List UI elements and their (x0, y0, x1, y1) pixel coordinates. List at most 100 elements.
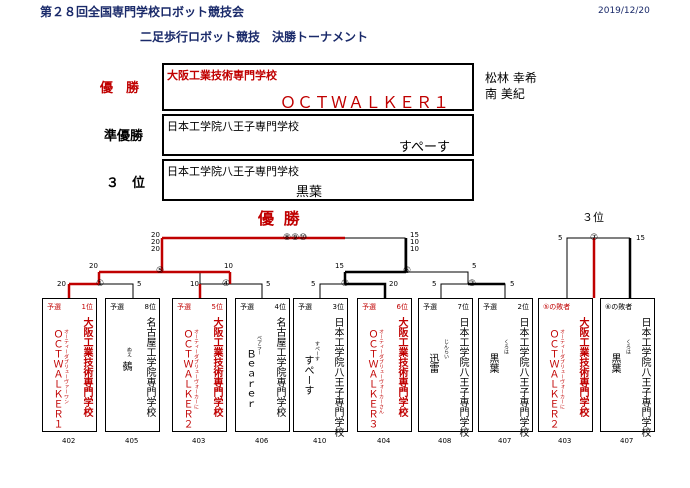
first-place-box: 大阪工業技術専門学校 ＯＣＴＷＡＬＫＥＲ１ (162, 63, 474, 112)
team-card: ⑤の敗者 大阪工業技術専門学校 オーティーダブリューヴォーカーに ＯＣＴＷＡＬＫ… (538, 298, 593, 432)
seed-label: 予選 (362, 303, 376, 311)
score: 5 (432, 280, 437, 288)
third-place-title: ３位 (582, 211, 604, 224)
match-label: ⑥ (403, 266, 412, 276)
qualifying-rank: 3位 (332, 303, 344, 311)
bracket-thin-lines (99, 237, 630, 298)
card-team-ruby: オーティーダブリューヴァーワン (63, 329, 69, 404)
second-place-team: すぺーす (398, 140, 450, 155)
card-team-name: すぺーす (302, 355, 313, 395)
score: 5 (137, 280, 142, 288)
team-card: 予選 6位 大阪工業技術専門学校 オーティーダブリューヴォーカーさん ＯＣＴＷＡ… (357, 298, 412, 432)
event-title: 第２８回全国専門学校ロボット競技会 (40, 5, 245, 19)
entry-number: 407 (498, 437, 512, 445)
score: 20 (151, 245, 160, 253)
third-place-school: 日本工学院八王子専門学校 (167, 165, 299, 178)
entry-number: 410 (313, 437, 327, 445)
qualifying-rank: 4位 (274, 303, 286, 311)
card-team-ruby: オーティーダブリューヴォーカーさん (378, 329, 384, 414)
member-names: 松林 幸希 南 美紀 (485, 70, 537, 102)
seed-label: 予選 (110, 303, 124, 311)
member-name: 松林 幸希 (485, 71, 537, 85)
second-place-label: 準優勝 (104, 129, 144, 144)
qualifying-rank: 7位 (457, 303, 469, 311)
entry-number: 403 (192, 437, 206, 445)
entry-number: 408 (438, 437, 452, 445)
final-match-label: ⑧⑨⑩ (283, 233, 308, 243)
score: 5 (472, 262, 477, 270)
qualifying-rank: 5位 (211, 303, 223, 311)
score: 15 (636, 234, 645, 242)
card-team-ruby: くろは (503, 339, 509, 354)
score: 15 (410, 231, 419, 239)
bracket-winner-lines-black (343, 238, 632, 298)
third-place-label: ３ 位 (106, 176, 146, 191)
score: 20 (389, 280, 398, 288)
entry-number: 402 (62, 437, 76, 445)
card-team-ruby: くろは (625, 339, 631, 354)
card-team-ruby: ベアラー (256, 335, 262, 355)
seed-label: 予選 (298, 303, 312, 311)
score: 20 (57, 280, 66, 288)
card-team-name: ＯＣＴＷＡＬＫＥＲ３ (366, 329, 377, 429)
score: 5 (266, 280, 271, 288)
score: 10 (410, 245, 419, 253)
match-label: ④ (222, 279, 231, 289)
card-team-name: 迅雷 (427, 353, 438, 373)
team-card: ⑥の敗者 日本工学院八王子専門学校 くろは 黒葉 (600, 298, 655, 437)
card-school: 日本工学院八王子専門学校 (517, 317, 528, 437)
match-label: ② (468, 279, 477, 289)
first-place-label: 優 勝 (100, 81, 140, 96)
card-school: 大阪工業技術専門学校 (396, 317, 407, 417)
card-team-name: ＯＣＴＷＡＬＫＥＲ２ (181, 329, 192, 429)
team-card: 予選 7位 日本工学院八王子専門学校 じんらい 迅雷 (418, 298, 473, 437)
match-label: ① (96, 279, 105, 289)
card-team-name: 黒葉 (487, 353, 498, 373)
card-school: 大阪工業技術専門学校 (211, 317, 222, 417)
card-team-name: 黒葉 (609, 353, 620, 373)
score: 10 (224, 262, 233, 270)
third-place-box: 日本工学院八王子専門学校 黒葉 (162, 159, 474, 201)
champion-title: 優 勝 (258, 209, 302, 228)
score: 5 (311, 280, 316, 288)
team-card: 予選 4位 名古屋工学院専門学校 ベアラー Ｂｅａｒｅｒ (235, 298, 290, 432)
match-label: ⑤ (156, 266, 165, 276)
seed-label: 予選 (47, 303, 61, 311)
card-team-ruby: すぺーす (314, 341, 320, 361)
team-card: 予選 5位 大阪工業技術専門学校 オーティーダブリューヴォーカーに ＯＣＴＷＡＬ… (172, 298, 227, 432)
card-school: 大阪工業技術専門学校 (577, 317, 588, 417)
match-label: ⑦ (590, 233, 599, 243)
team-card: 予選 8位 名古屋工学院専門学校 ぬえ 鵺 (105, 298, 160, 432)
score: 15 (335, 262, 344, 270)
card-school: 名古屋工学院専門学校 (144, 317, 155, 417)
seed-label: 予選 (423, 303, 437, 311)
card-school: 日本工学院八王子専門学校 (332, 317, 343, 437)
qualifying-rank: 6位 (396, 303, 408, 311)
qualifying-rank: 1位 (81, 303, 93, 311)
entry-number: 404 (377, 437, 391, 445)
card-team-name: Ｂｅａｒｅｒ (244, 349, 255, 409)
card-team-name: ＯＣＴＷＡＬＫＥＲ１ (51, 329, 62, 429)
card-school: 大阪工業技術専門学校 (81, 317, 92, 417)
score: 10 (410, 238, 419, 246)
seed-label: 予選 (240, 303, 254, 311)
bracket-winner-lines-red (67, 236, 596, 298)
score: 20 (151, 238, 160, 246)
card-school: 日本工学院八王子専門学校 (457, 317, 468, 437)
card-team-ruby: じんらい (443, 339, 449, 359)
member-name: 南 美紀 (485, 87, 525, 101)
qualifying-rank: 2位 (517, 303, 529, 311)
second-place-box: 日本工学院八王子専門学校 すぺーす (162, 114, 474, 156)
first-place-team: ＯＣＴＷＡＬＫＥＲ１ (279, 93, 450, 112)
card-school: 日本工学院八王子専門学校 (639, 317, 650, 437)
team-card: 予選 2位 日本工学院八王子専門学校 くろは 黒葉 (478, 298, 533, 437)
score: 10 (190, 280, 199, 288)
first-place-school: 大阪工業技術専門学校 (167, 69, 277, 82)
seed-label: ⑤の敗者 (543, 303, 571, 311)
score: 20 (89, 262, 98, 270)
event-date: 2019/12/20 (598, 6, 650, 16)
score: 20 (151, 231, 160, 239)
seed-label: 予選 (177, 303, 191, 311)
third-place-team: 黒葉 (295, 185, 322, 200)
